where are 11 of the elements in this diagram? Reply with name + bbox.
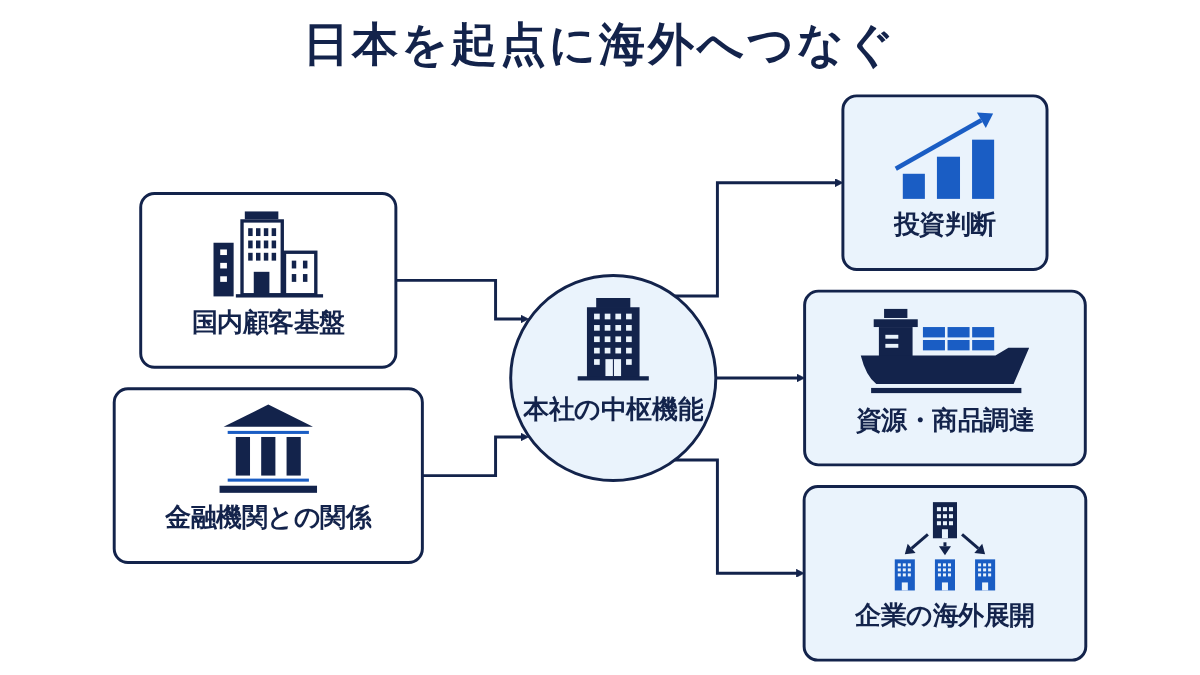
arrow [715,373,805,383]
node-circle: 本社の中枢機能 [509,273,718,483]
arrow [674,458,805,578]
node-box: 国内顧客基盤 [139,192,398,369]
node-box: 投資判断 [841,94,1049,272]
node-box: 金融機関との関係 [112,387,424,564]
node-box: 資源・商品調達 [803,289,1087,467]
node-box: 企業の海外展開 [802,484,1088,662]
arrow [395,278,529,324]
arrow [422,432,529,478]
diagram-title: 日本を起点に海外へつなぐ [303,17,897,71]
